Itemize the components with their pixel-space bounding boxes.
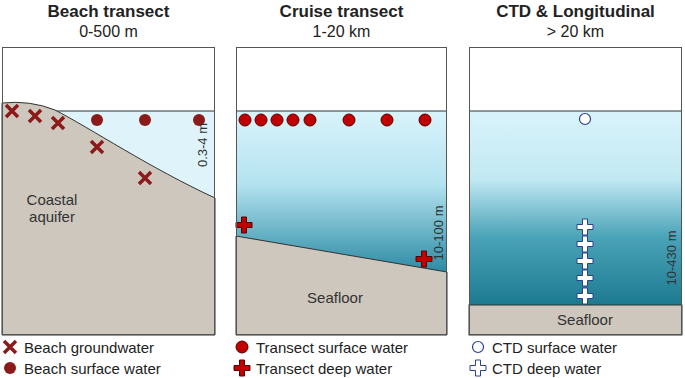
transect-surface-markers [239,114,431,126]
depth-label: 10-100 m [432,206,446,261]
seafloor [469,305,682,335]
water [236,111,447,335]
seafloor [236,236,447,335]
depth-label: 10-430 m [665,231,679,286]
panel-title: Cruise transect [227,2,456,22]
water-surface [236,111,447,112]
water-surface [50,111,215,112]
legend-entry: Beach surface water [24,360,161,377]
legend-entry: Beach groundwater [24,339,154,356]
region-label: Seafloor [307,290,363,307]
coastal-ground [2,102,215,335]
scale-range: > 20 km [460,23,685,41]
groundwater-markers [6,105,151,184]
legend-entry: CTD deep water [492,360,601,377]
ctd-surface-marker [580,114,591,125]
scale-range: 0-500 m [0,23,224,41]
region-label: Coastal aquifer [15,192,90,225]
legend-entry: Transect surface water [256,339,408,356]
water [469,111,682,305]
depth-label: 0.3-4 m [196,123,210,167]
legend-entry: CTD surface water [492,339,617,356]
ctd-deep-markers [577,219,593,304]
legend-entry: Transect deep water [256,360,392,377]
panel-title: CTD & Longitudinal [460,2,685,22]
scale-range: 1-20 km [227,23,456,41]
panel-title: Beach transect [0,2,224,22]
water-surface [469,111,682,112]
transect-deep-markers [236,217,432,267]
region-label: Seafloor [557,312,613,329]
beach-surface-markers [91,114,205,126]
panel-box: CTD & Longitudinal> 20 km [469,47,682,335]
